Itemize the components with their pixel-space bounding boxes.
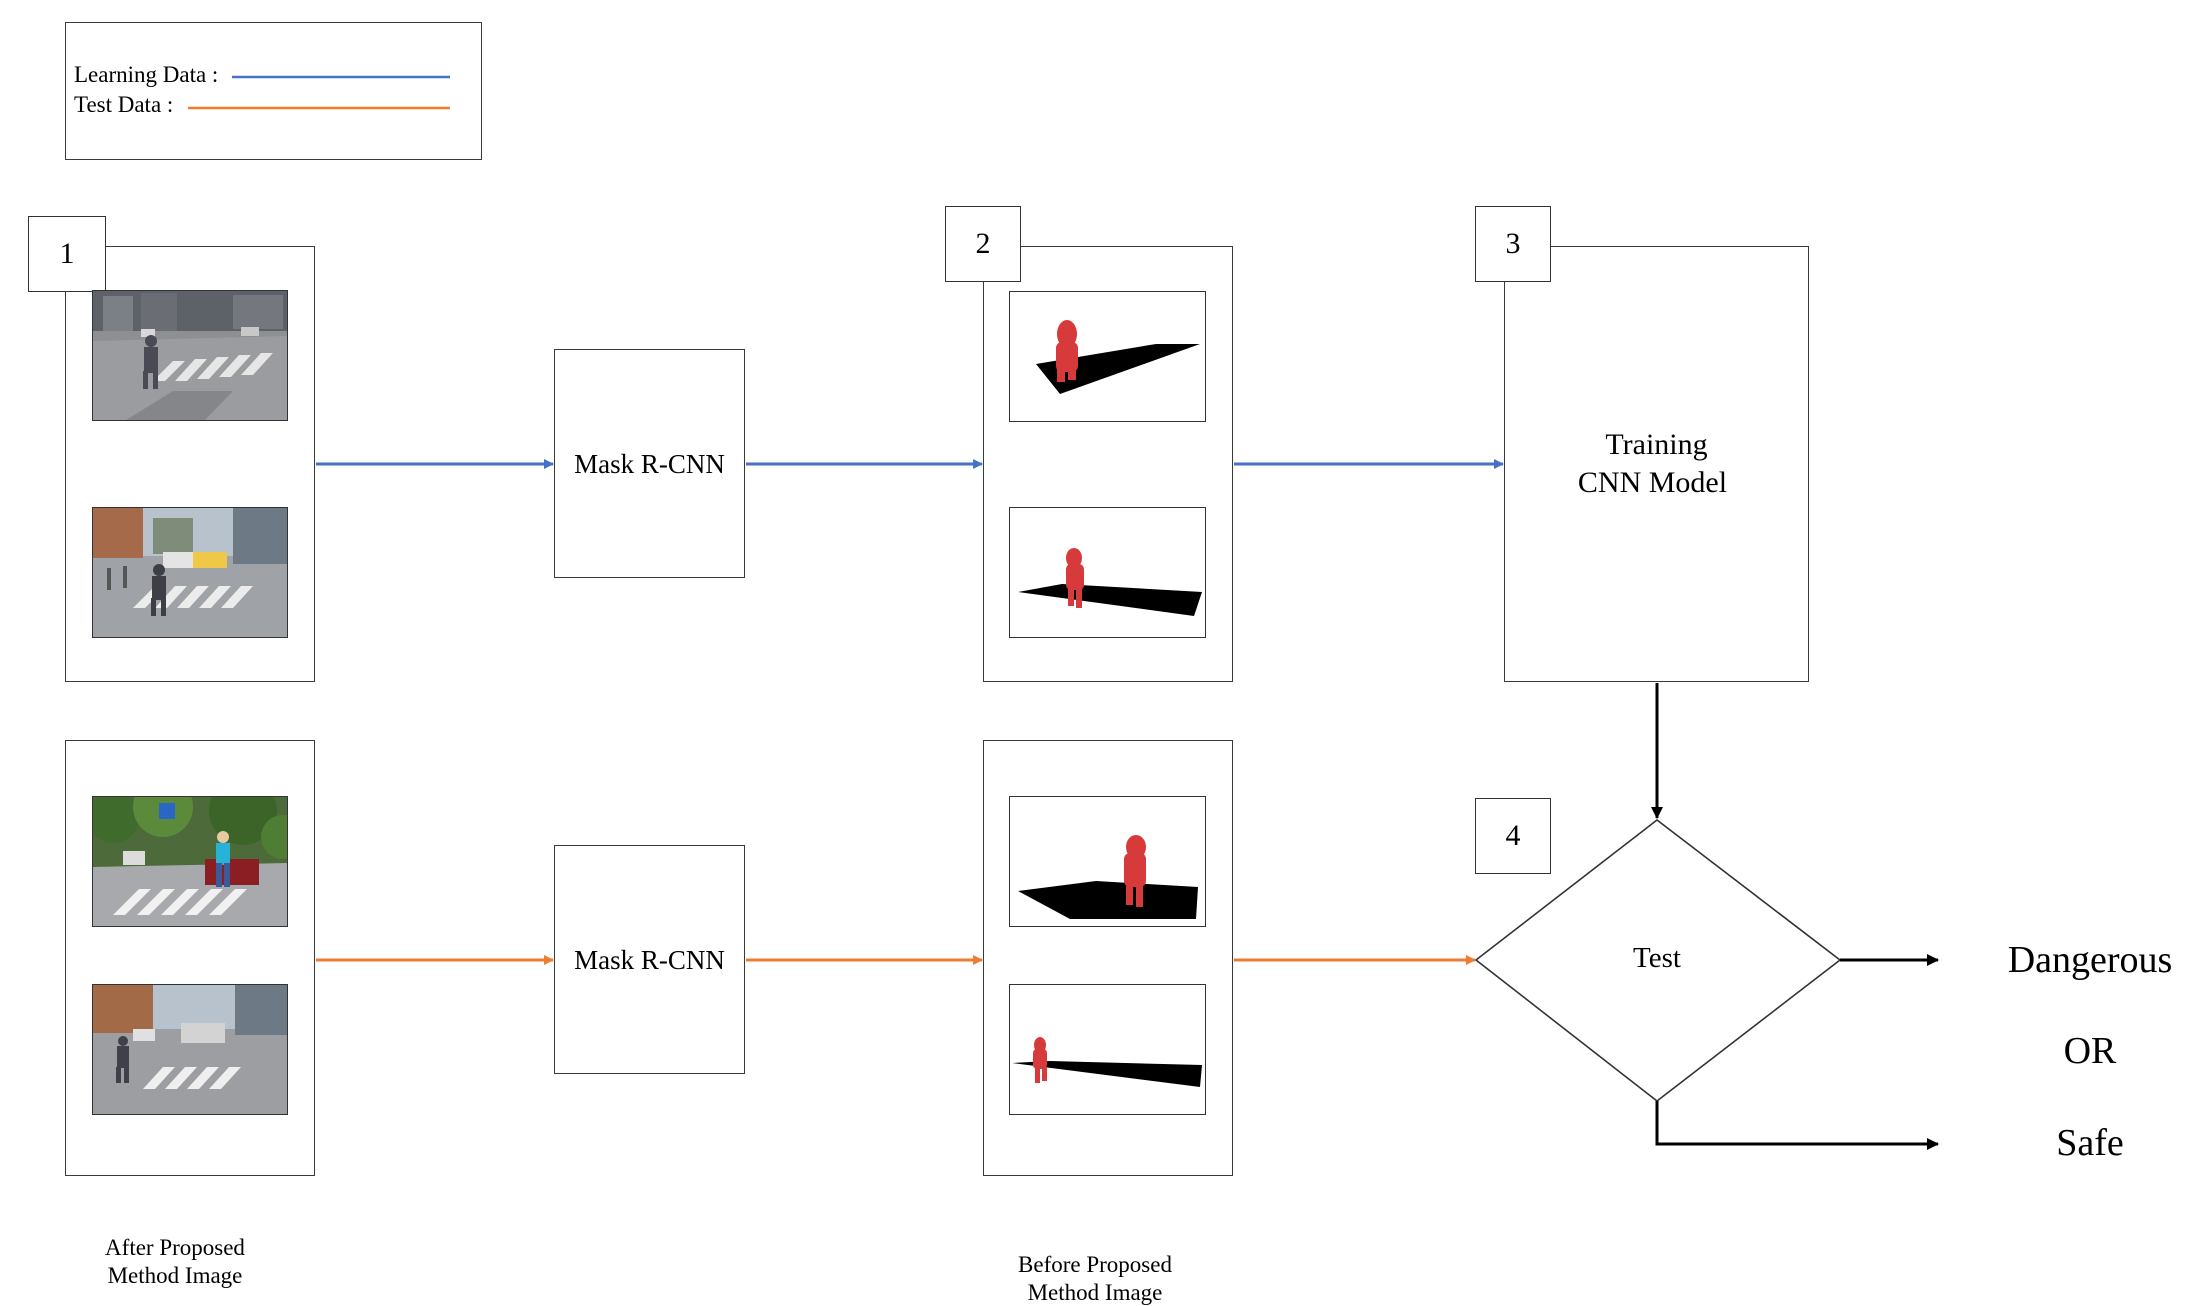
step-2-number: 2 (975, 227, 991, 260)
mask-rcnn-node-bottom (554, 845, 745, 1074)
street-crossing-photo (92, 984, 288, 1115)
segmentation-mask-image (1009, 291, 1206, 422)
legend-learning-label: Learning Data : (74, 62, 219, 87)
test-node-label: Test (1633, 942, 1681, 974)
mask-rcnn-top-label: Mask R-CNN (574, 449, 725, 479)
training-label-line2: CNN Model (1577, 466, 1728, 499)
training-label-line1: Training (1605, 428, 1708, 461)
output-safe: Safe (2056, 1122, 2124, 1164)
mask-rcnn-node-top (554, 349, 745, 578)
legend-test-label: Test Data : (74, 92, 174, 117)
legend-box (65, 22, 482, 160)
step-3-badge: 3 (1475, 206, 1551, 282)
step-4-badge: 4 (1475, 798, 1551, 874)
segmentation-mask-image (1009, 507, 1206, 638)
step-1-number: 1 (59, 237, 75, 270)
street-crossing-photo (92, 796, 288, 927)
step-3-number: 3 (1505, 227, 1521, 260)
step-4-number: 4 (1505, 819, 1521, 852)
before-caption-line1: Before Proposed (1018, 1252, 1172, 1277)
street-crossing-photo (92, 507, 288, 638)
output-or: OR (2063, 1030, 2117, 1072)
output-dangerous: Dangerous (2007, 939, 2173, 981)
street-crossing-photo (92, 290, 288, 421)
segmentation-mask-image (1009, 984, 1206, 1115)
mask-rcnn-bottom-label: Mask R-CNN (574, 945, 725, 975)
step-1-badge: 1 (28, 216, 106, 292)
after-caption-line1: After Proposed (105, 1235, 245, 1260)
segmentation-mask-image (1009, 796, 1206, 927)
before-caption-line2: Method Image (1027, 1280, 1163, 1305)
training-cnn-model-node (1504, 246, 1809, 682)
safe-arrow (1655, 1101, 1939, 1150)
step-2-badge: 2 (945, 206, 1021, 282)
after-caption-line2: Method Image (107, 1263, 243, 1288)
